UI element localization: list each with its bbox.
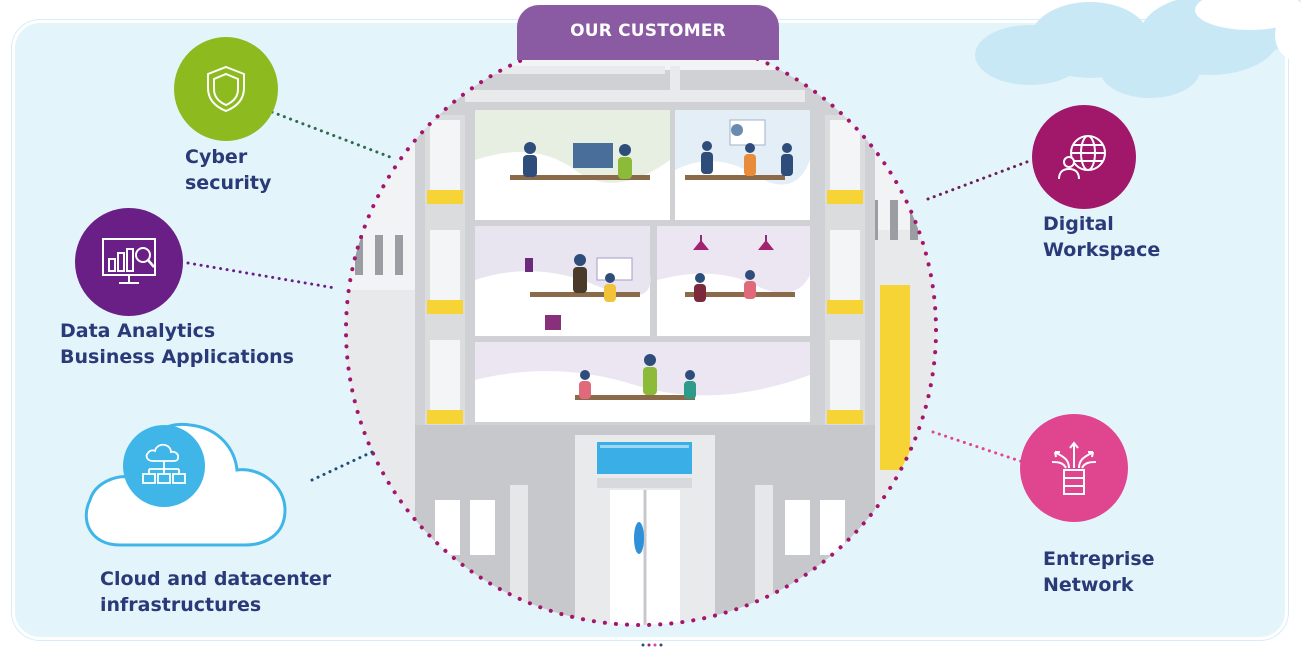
data-analytics-badge	[75, 208, 183, 316]
cloud-datacenter-label: Cloud and datacenter infrastructures	[100, 568, 332, 616]
digital-workspace-label: Digital Workspace	[1043, 213, 1161, 261]
entreprise-network-label: Entreprise Network	[1043, 548, 1155, 596]
connector-cloud	[310, 450, 374, 482]
shield-icon	[207, 65, 245, 113]
cyber-security-badge	[174, 37, 278, 141]
connector-cyber-security	[270, 110, 392, 159]
cloud-network-icon	[142, 443, 186, 484]
page-title: OUR CUSTOMER	[517, 5, 779, 60]
connector-entreprise-network	[931, 430, 1025, 464]
globe-user-icon	[1058, 135, 1106, 180]
cloud-infrastructure-badge	[123, 425, 205, 507]
background-cloud-icon	[975, 0, 1301, 98]
digital-workspace-badge	[1032, 105, 1136, 209]
entreprise-network-badge	[1020, 414, 1128, 522]
cyber-security-label: Cyber security	[185, 146, 272, 194]
customer-building-illustration	[344, 33, 938, 627]
analytics-screen-icon	[102, 238, 156, 284]
network-server-icon	[1051, 441, 1097, 495]
connector-digital-workspace	[926, 158, 1034, 201]
data-analytics-label: Data Analytics Business Applications	[60, 320, 294, 368]
connector-data-analytics	[186, 261, 337, 290]
